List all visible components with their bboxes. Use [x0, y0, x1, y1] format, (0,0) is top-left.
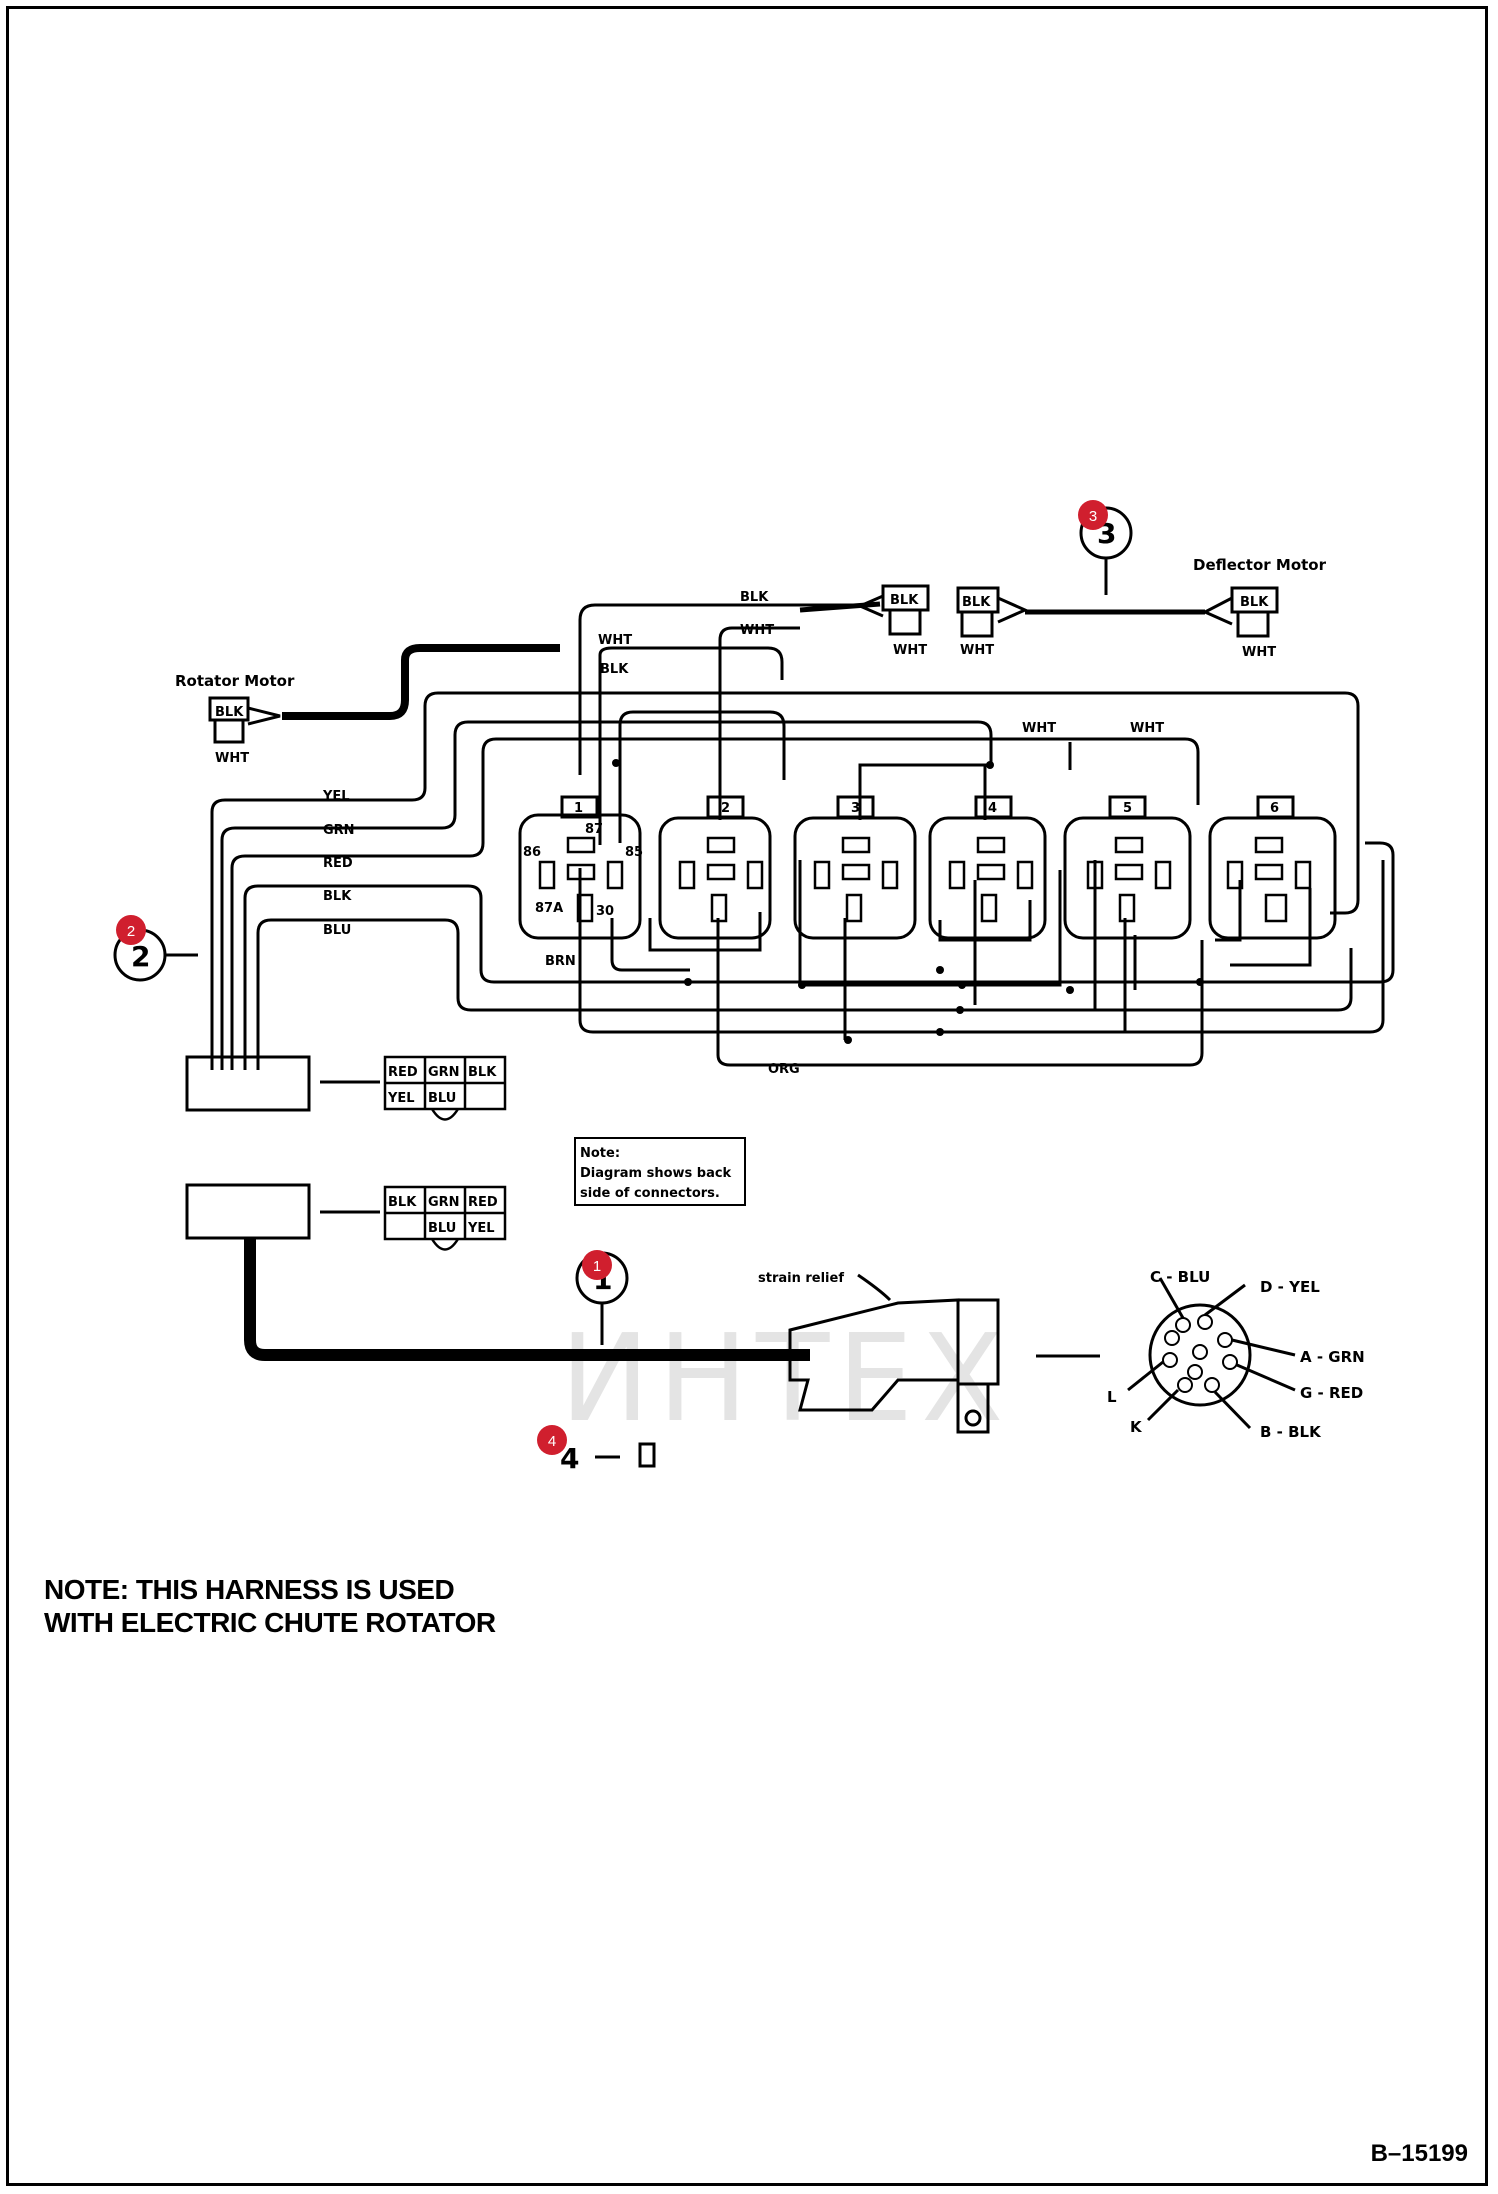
callout-2-number: 2: [131, 940, 150, 973]
center-left-wht: WHT: [893, 643, 927, 658]
plug-lower-r1c1: BLK: [388, 1195, 417, 1210]
relay-3-label: 3: [851, 801, 860, 816]
connector-note-line2: Diagram shows back: [580, 1166, 732, 1181]
plug-lower-r2c3: YEL: [467, 1221, 495, 1236]
pin-85-label: 85: [625, 845, 643, 860]
relay-5-label: 5: [1123, 801, 1132, 816]
callout-3-marker[interactable]: 3: [1078, 500, 1108, 530]
svg-text:2: 2: [127, 923, 135, 940]
rotator-motor-label: Rotator Motor: [175, 672, 295, 690]
wire-blk-mid: BLK: [600, 662, 629, 677]
rotator-wht: WHT: [215, 751, 249, 766]
center-right-wht: WHT: [960, 643, 994, 658]
harness-note-line1: NOTE: THIS HARNESS IS USED: [44, 1574, 455, 1605]
relay-2-label: 2: [721, 801, 730, 816]
connector-note-line1: Note:: [580, 1146, 620, 1161]
wire-blk-top: BLK: [740, 590, 769, 605]
deflector-motor-label: Deflector Motor: [1193, 556, 1327, 574]
pin-86-label: 86: [523, 845, 541, 860]
wire-wht-top: WHT: [740, 623, 774, 638]
relay-6-label: 6: [1270, 801, 1279, 816]
plug-lower-r2c2: BLU: [428, 1221, 456, 1236]
plug-upper-r1c3: BLK: [468, 1065, 497, 1080]
svg-text:3: 3: [1089, 508, 1097, 525]
wire-red: RED: [323, 856, 353, 871]
wire-brn: BRN: [545, 954, 576, 969]
svg-text:1: 1: [593, 1258, 601, 1275]
callout-4-marker[interactable]: 4: [537, 1425, 567, 1455]
svg-text:4: 4: [548, 1433, 556, 1450]
pin-a-label: A - GRN: [1300, 1348, 1365, 1366]
document-id: B–15199: [1370, 2140, 1468, 2167]
plug-upper-r2c1: YEL: [387, 1091, 415, 1106]
strain-relief-label: strain relief: [758, 1271, 844, 1286]
pin-b-label: B - BLK: [1260, 1423, 1322, 1441]
pin-87-label: 87: [585, 822, 603, 837]
relay-4-label: 4: [988, 801, 997, 816]
callout-2-marker[interactable]: 2: [116, 915, 146, 945]
wire-wht-r2: WHT: [1130, 721, 1164, 736]
wire-yel: YEL: [322, 789, 350, 804]
wire-blu: BLU: [323, 923, 351, 938]
connector-note-line3: side of connectors.: [580, 1186, 720, 1201]
relay-1-label: 1: [574, 801, 583, 816]
callout-1-marker[interactable]: 1: [582, 1250, 612, 1280]
plug-lower-r1c2: GRN: [428, 1195, 460, 1210]
plug-upper-r2c2: BLU: [428, 1091, 456, 1106]
center-right-blk: BLK: [962, 595, 991, 610]
pin-l-label: L: [1107, 1388, 1117, 1406]
wire-blk: BLK: [323, 889, 352, 904]
deflector-wht: WHT: [1242, 645, 1276, 660]
center-left-blk: BLK: [890, 593, 919, 608]
wire-wht-mid: WHT: [598, 633, 632, 648]
wire-wht-r1: WHT: [1022, 721, 1056, 736]
harness-note-line2: WITH ELECTRIC CHUTE ROTATOR: [44, 1607, 496, 1638]
pin-d-label: D - YEL: [1260, 1278, 1320, 1296]
plug-upper-r1c1: RED: [388, 1065, 418, 1080]
pin-g-label: G - RED: [1300, 1384, 1363, 1402]
callout-4-number: 4: [560, 1442, 579, 1475]
plug-upper-r1c2: GRN: [428, 1065, 460, 1080]
pin-c-label: C - BLU: [1150, 1268, 1210, 1286]
wire-grn: GRN: [323, 823, 355, 838]
wire-org: ORG: [768, 1062, 800, 1077]
deflector-blk: BLK: [1240, 595, 1269, 610]
plug-lower-r1c3: RED: [468, 1195, 498, 1210]
harness-note: NOTE: THIS HARNESS IS USED WITH ELECTRIC…: [44, 1573, 496, 1639]
pin-30-label: 30: [596, 904, 614, 919]
pin-87a-label: 87A: [535, 901, 563, 916]
drawing-frame: [6, 6, 1488, 2186]
rotator-blk: BLK: [215, 705, 244, 720]
pin-k-label: K: [1130, 1418, 1143, 1436]
